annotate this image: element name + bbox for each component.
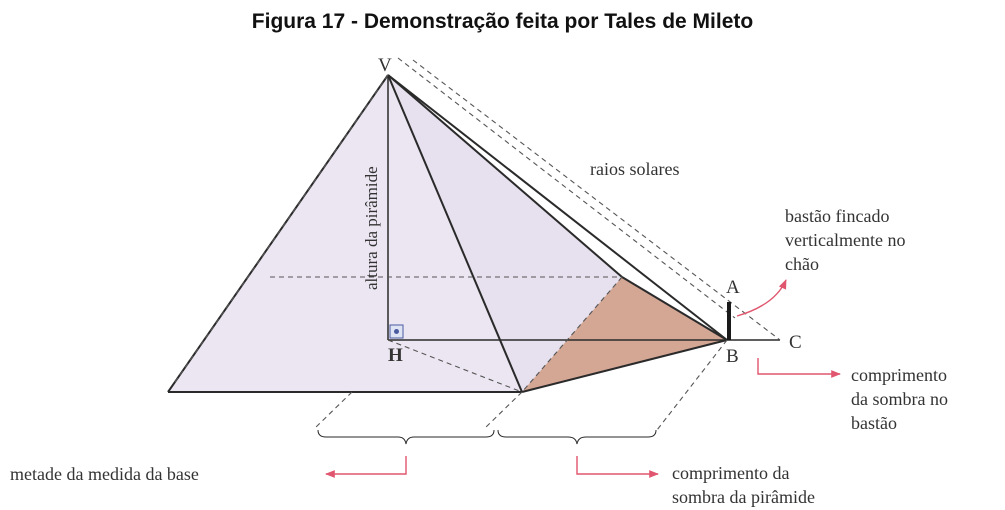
stick-label-line-1: bastão fincado xyxy=(785,206,889,226)
stick-label-line-2: verticalmente no xyxy=(785,230,905,250)
figure-title: Figura 17 - Demonstração feita por Tales… xyxy=(251,10,754,33)
pyramid-shadow-label-line-2: sombra da pirâmide xyxy=(672,487,815,507)
stick-label-line-3: chão xyxy=(785,254,819,274)
stick-shadow-label-line-1: comprimento xyxy=(851,365,947,385)
pointer-half-base xyxy=(325,456,407,478)
dashed-lines xyxy=(174,57,781,431)
point-label-A: A xyxy=(726,277,740,298)
pyramid-shadow xyxy=(522,277,727,392)
stick-shadow-label-line-2: da sombra no xyxy=(851,389,948,409)
point-label-C: C xyxy=(789,332,802,353)
pink-pointers xyxy=(325,279,841,478)
half-base-label: metade da medida da base xyxy=(10,464,199,484)
height-and-ground xyxy=(387,75,780,341)
point-label-B: B xyxy=(726,346,739,367)
pyramid-shadow-label-line-1: comprimento da xyxy=(672,463,789,483)
stick-shadow-label-line-3: bastão xyxy=(851,413,897,433)
pointer-pyramid-shadow xyxy=(576,456,659,478)
pyramid-right-face xyxy=(388,75,622,392)
right-angle-dot xyxy=(394,329,399,334)
pointer-stick-arrow xyxy=(736,279,787,317)
sun-rays-label: raios solares xyxy=(590,159,679,179)
point-label-H: H xyxy=(388,345,403,366)
height-label: altura da pirâmide xyxy=(362,166,381,290)
point-label-V: V xyxy=(378,55,392,76)
brace-half-base xyxy=(317,429,495,445)
base-braces xyxy=(317,429,657,445)
pointer-shadow-stick xyxy=(757,358,841,378)
pyramid-left-face xyxy=(168,75,522,392)
brace-pyramid-shadow xyxy=(497,429,657,445)
